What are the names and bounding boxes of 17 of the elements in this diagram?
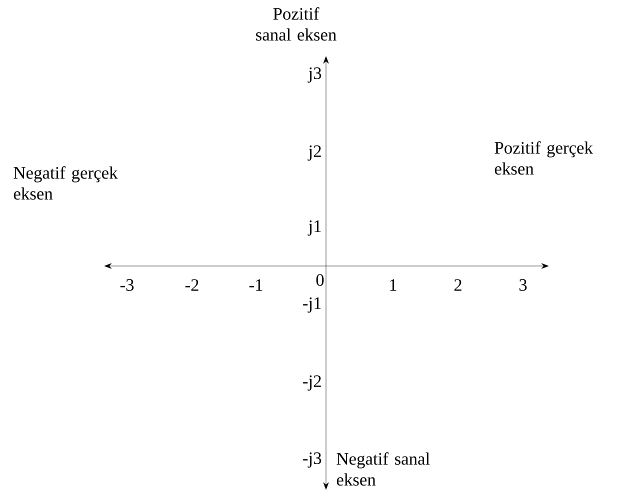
tick-label: -j3 (303, 452, 322, 468)
tick-label: j1 (308, 220, 321, 236)
tick-label: j3 (308, 67, 322, 83)
tick-label: -2 (185, 279, 198, 291)
axis-label: Negatif gerçek eksen (14, 166, 118, 200)
tick-label: -j1 (303, 297, 321, 313)
axis-label: Pozitif sanal eksen (256, 7, 336, 41)
axis-label: Negatif sanal eksen (336, 452, 430, 486)
tick-label: j2 (308, 145, 321, 161)
tick-label: 1 (390, 279, 396, 291)
tick-label: -1 (249, 279, 262, 291)
tick-label: 3 (519, 279, 527, 291)
tick-label: 0 (316, 274, 324, 286)
tick-label: -3 (120, 279, 134, 291)
tick-label: 2 (454, 279, 462, 291)
axis-label: Pozitif gerçek eksen (494, 141, 593, 175)
tick-label: -j2 (303, 375, 321, 391)
